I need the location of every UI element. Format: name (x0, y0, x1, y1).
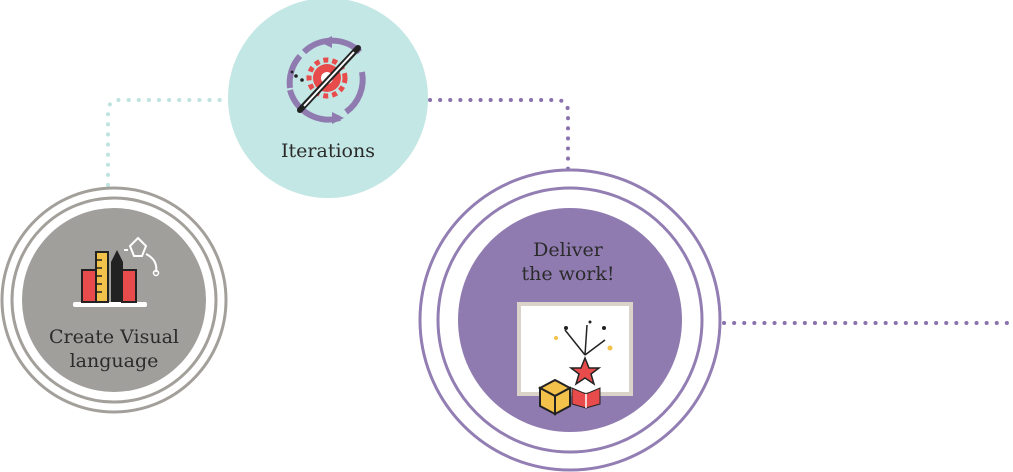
design-tools-icon (73, 236, 160, 307)
deliver-step-label-line2: the work! (521, 263, 615, 285)
celebration-board-icon (517, 302, 633, 416)
visual-step-label-line2: language (69, 350, 159, 372)
deliver-step-label: Deliver the work! (488, 238, 648, 286)
gear-cycle-icon (286, 36, 366, 124)
node-iterations (228, 0, 428, 198)
iterations-step-label: Iterations (248, 139, 408, 163)
iterations-step-label-text: Iterations (281, 140, 375, 162)
visual-step-label-line1: Create Visual (49, 326, 179, 348)
connector-iterations-to-deliver (428, 98, 570, 172)
visual-step-label: Create Visual language (34, 325, 194, 373)
connector-visual-to-iterations (106, 98, 230, 187)
deliver-step-label-line1: Deliver (533, 239, 603, 261)
